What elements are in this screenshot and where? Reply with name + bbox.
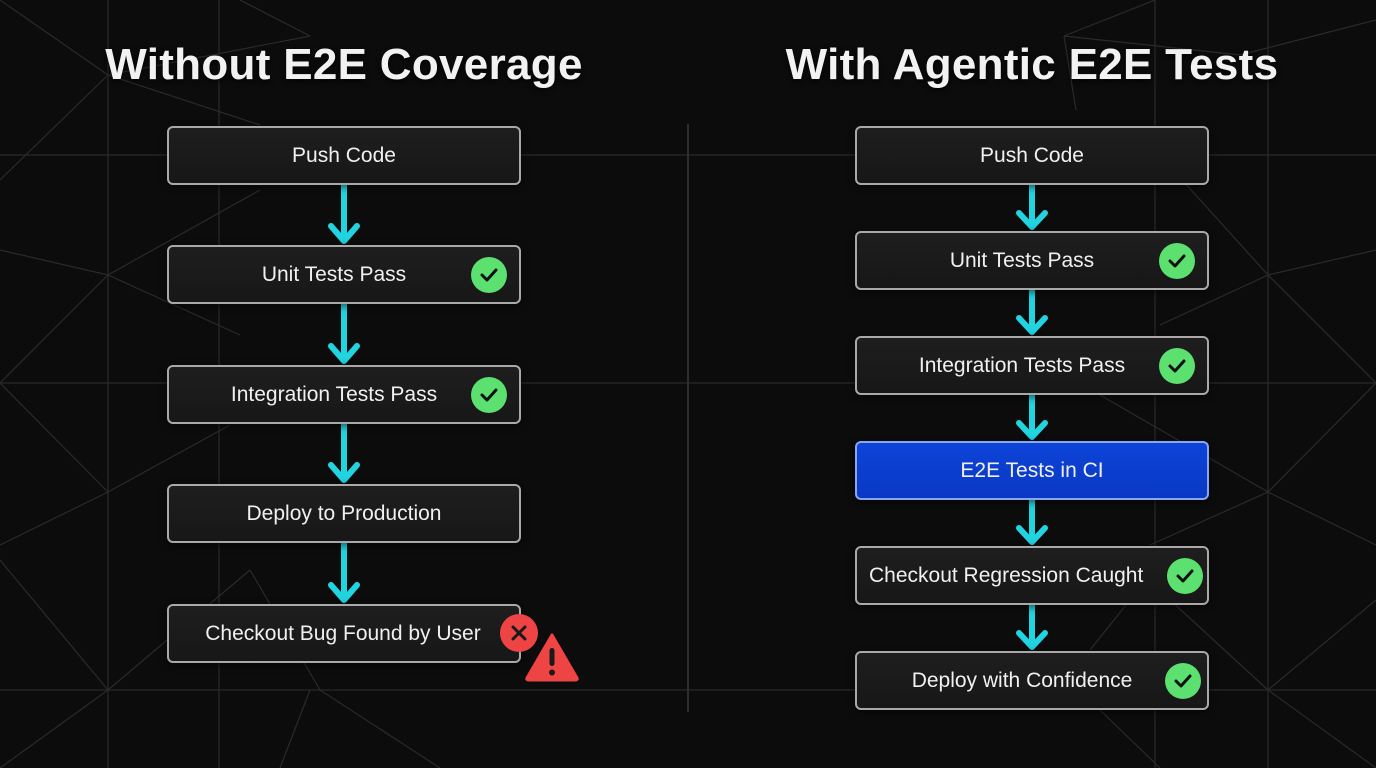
step-label: Deploy with Confidence bbox=[911, 668, 1133, 692]
step-label: E2E Tests in CI bbox=[960, 458, 1104, 482]
check-circle-icon bbox=[1165, 662, 1201, 699]
arrow-down-icon bbox=[1016, 395, 1048, 440]
check-circle-icon bbox=[1159, 242, 1195, 279]
right-step-deploy-confidence: Deploy with Confidence bbox=[855, 651, 1209, 710]
arrow-down-icon bbox=[328, 185, 360, 244]
left-step-integration-tests: Integration Tests Pass bbox=[167, 365, 521, 424]
right-step-e2e-tests-ci: E2E Tests in CI bbox=[855, 441, 1209, 500]
warning-triangle-icon bbox=[525, 633, 579, 682]
left-step-unit-tests: Unit Tests Pass bbox=[167, 245, 521, 304]
right-panel-title: With Agentic E2E Tests bbox=[785, 40, 1279, 89]
step-label: Push Code bbox=[980, 143, 1084, 167]
check-circle-icon bbox=[471, 376, 507, 413]
right-step-regression-caught: Checkout Regression Caught bbox=[855, 546, 1209, 605]
check-circle-icon bbox=[471, 256, 507, 293]
arrow-down-icon bbox=[328, 304, 360, 364]
right-step-integration-tests: Integration Tests Pass bbox=[855, 336, 1209, 395]
arrow-down-icon bbox=[328, 543, 360, 603]
step-label: Integration Tests Pass bbox=[230, 382, 438, 406]
left-panel-title: Without E2E Coverage bbox=[105, 40, 583, 89]
left-step-push-code: Push Code bbox=[167, 126, 521, 185]
step-label: Checkout Regression Caught bbox=[869, 563, 1144, 587]
step-label: Checkout Bug Found by User bbox=[205, 621, 481, 645]
step-label: Unit Tests Pass bbox=[949, 248, 1095, 272]
arrow-down-icon bbox=[1016, 500, 1048, 545]
arrow-down-icon bbox=[1016, 605, 1048, 650]
step-label: Deploy to Production bbox=[246, 501, 442, 525]
left-step-deploy-production: Deploy to Production bbox=[167, 484, 521, 543]
right-step-unit-tests: Unit Tests Pass bbox=[855, 231, 1209, 290]
error-x-circle-icon bbox=[500, 614, 538, 652]
check-circle-icon bbox=[1159, 347, 1195, 384]
check-circle-icon bbox=[1167, 557, 1203, 594]
panel-divider bbox=[687, 124, 689, 712]
arrow-down-icon bbox=[328, 424, 360, 483]
left-step-checkout-bug: Checkout Bug Found by User bbox=[167, 604, 521, 663]
step-label: Unit Tests Pass bbox=[261, 262, 407, 286]
arrow-down-icon bbox=[1016, 290, 1048, 335]
step-label: Push Code bbox=[292, 143, 396, 167]
step-label: Integration Tests Pass bbox=[918, 353, 1126, 377]
arrow-down-icon bbox=[1016, 185, 1048, 230]
right-step-push-code: Push Code bbox=[855, 126, 1209, 185]
